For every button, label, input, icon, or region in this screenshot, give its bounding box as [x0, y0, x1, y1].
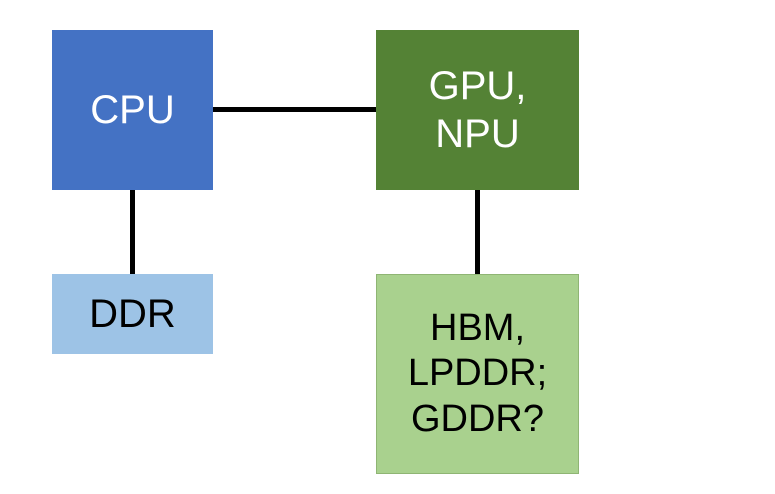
cpu-node: CPU [52, 30, 213, 190]
gpu-npu-node: GPU, NPU [376, 30, 579, 190]
hbm-lpddr-gddr-memory-node: HBM, LPDDR; GDDR? [376, 274, 579, 474]
gpu-to-hbm-connector [475, 190, 480, 274]
cpu-to-ddr-connector [130, 190, 135, 274]
cpu-to-gpu-connector [213, 107, 376, 112]
cpu-node-label: CPU [90, 88, 175, 132]
gpu-npu-node-label: GPU, NPU [428, 64, 527, 156]
hbm-lpddr-gddr-memory-node-label: HBM, LPDDR; GDDR? [407, 306, 548, 440]
ddr-memory-node-label: DDR [89, 292, 176, 336]
ddr-memory-node: DDR [52, 274, 213, 354]
